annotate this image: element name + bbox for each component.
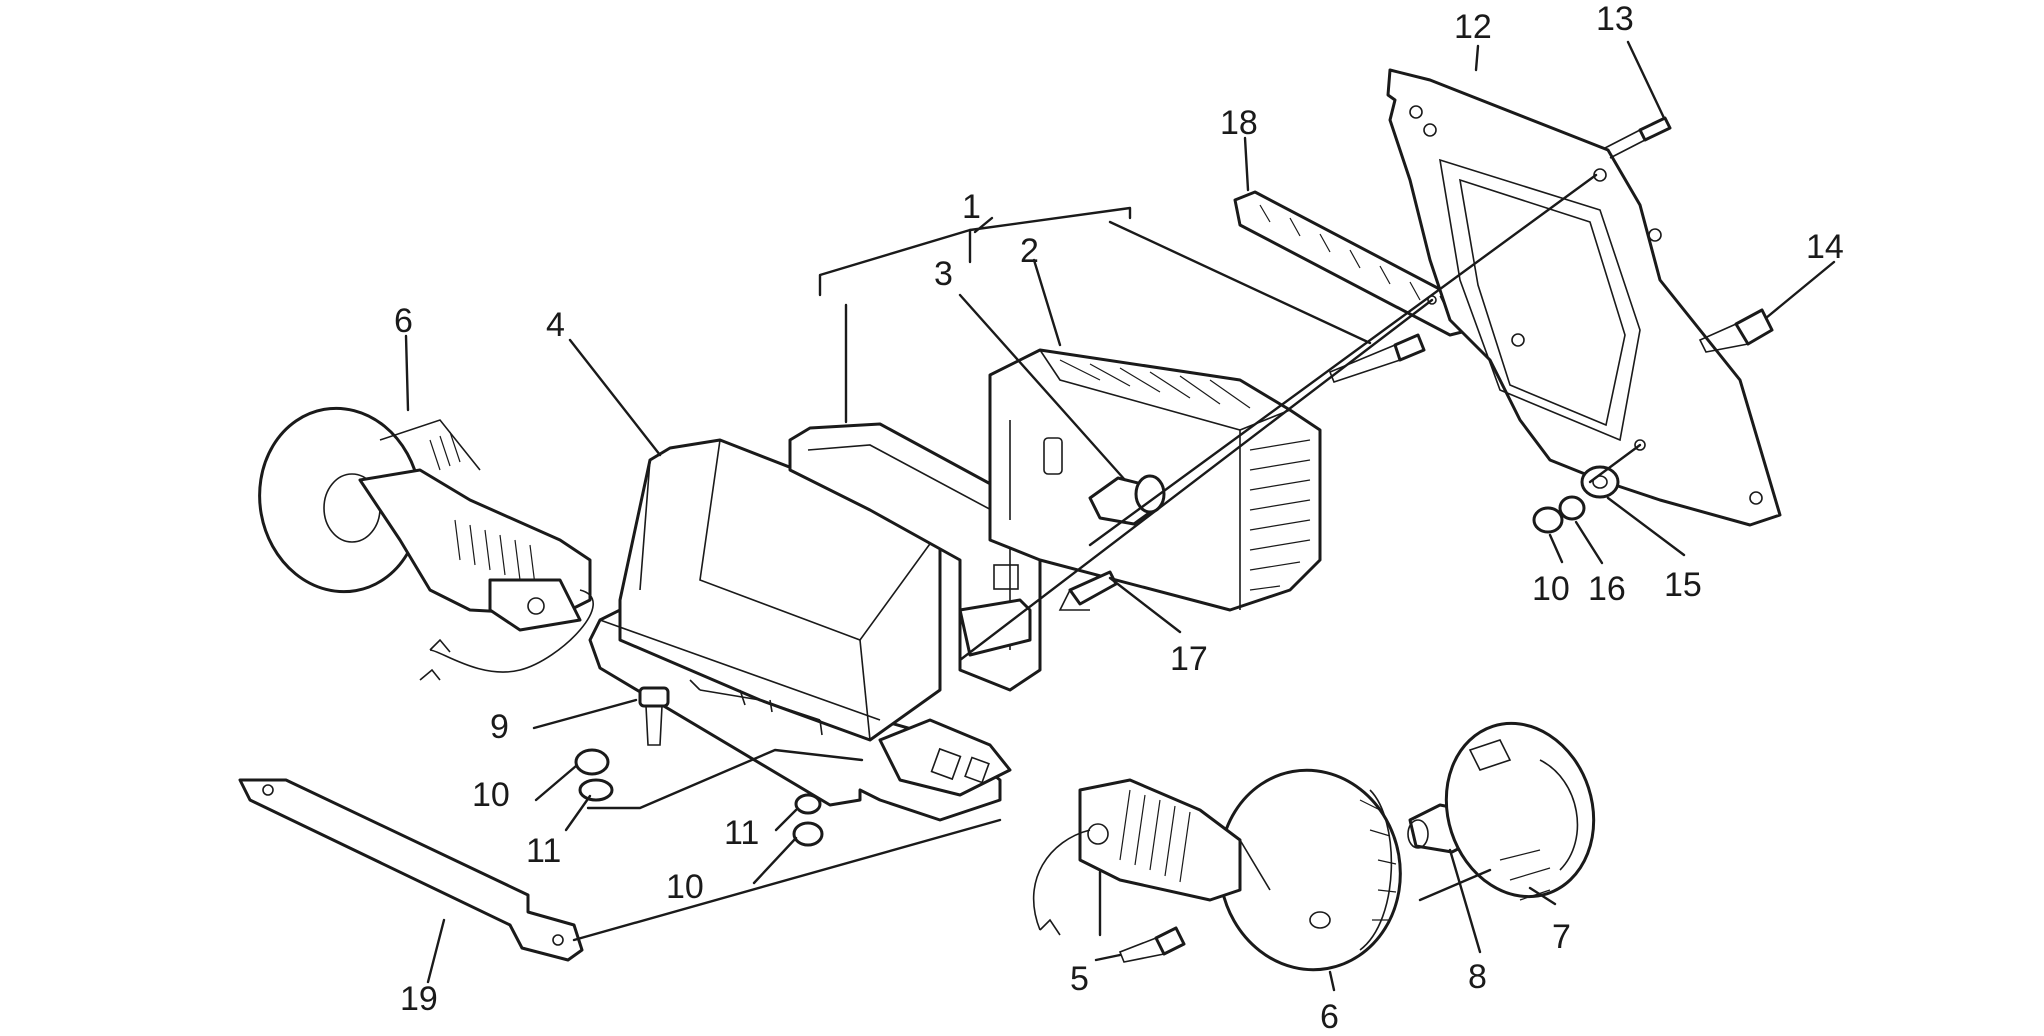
turn-signal-6-left	[258, 406, 594, 681]
label-5: 5	[1070, 960, 1089, 998]
label-2: 2	[1020, 232, 1039, 270]
bulb-3	[1088, 474, 1166, 526]
label-6-right: 6	[1320, 998, 1339, 1036]
turn-signal-6-right	[1032, 768, 1402, 972]
housing-4	[588, 438, 1012, 822]
label-4: 4	[546, 306, 565, 344]
signal-lens-7	[1444, 721, 1596, 901]
nut-washer-set-right	[1532, 465, 1620, 534]
label-17: 17	[1170, 640, 1208, 678]
label-19: 19	[400, 980, 438, 1018]
label-1: 1	[962, 188, 981, 226]
label-9: 9	[490, 708, 509, 746]
screw-9	[638, 686, 670, 746]
screw-5	[1118, 926, 1186, 963]
label-12: 12	[1454, 8, 1492, 46]
screw-13	[1604, 116, 1672, 159]
label-11-left: 11	[526, 832, 561, 870]
label-6-left: 6	[394, 302, 413, 340]
label-15: 15	[1664, 566, 1702, 604]
label-13: 13	[1596, 0, 1634, 38]
lens-frame	[788, 422, 1042, 692]
bracket-19	[238, 778, 584, 962]
label-8: 8	[1468, 958, 1487, 996]
label-10-right: 10	[1532, 570, 1570, 608]
bolt-14	[1698, 308, 1774, 353]
label-7: 7	[1552, 918, 1571, 956]
part-labels: 1 2 3 4 5 6 6 7 8 9 10 11 11 10 10 16 15…	[394, 0, 1844, 1036]
label-14: 14	[1806, 228, 1844, 266]
nut-washer-set-left	[574, 748, 824, 847]
label-16: 16	[1588, 570, 1626, 608]
label-10-middle: 10	[666, 868, 704, 906]
label-10-left: 10	[472, 776, 510, 814]
label-11-middle: 11	[724, 814, 759, 852]
leader-lines	[404, 40, 1836, 992]
label-3: 3	[934, 255, 953, 293]
label-18: 18	[1220, 104, 1258, 142]
plate-bracket-12	[1386, 68, 1782, 527]
